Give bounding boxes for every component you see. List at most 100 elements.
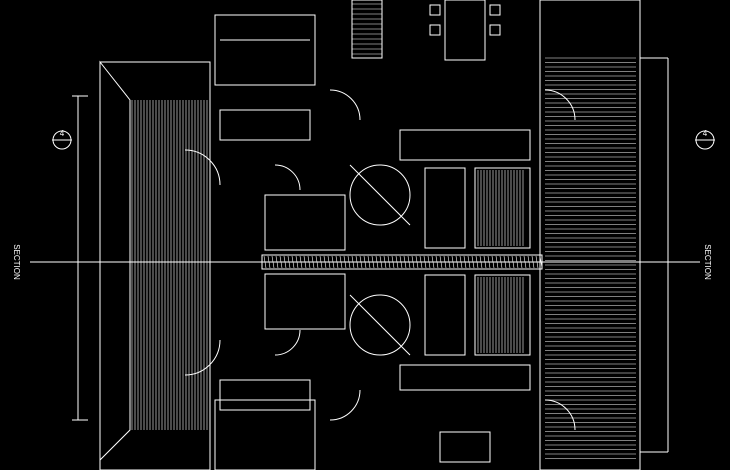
corridor-hatch-line-30: [383, 255, 387, 269]
corridor-hatch-line-68: [535, 255, 539, 269]
corridor-hatch-line-17: [331, 255, 335, 269]
corridor-hatch-line-0: [263, 255, 267, 269]
kitchen-top: [424, 167, 466, 249]
section-tag-left: SECTION: [12, 244, 21, 280]
courtyard-diag-1: [349, 164, 411, 226]
corridor-hatch-line-6: [287, 255, 291, 269]
corridor-hatch-line-20: [343, 255, 347, 269]
corridor-hatch-line-64: [519, 255, 523, 269]
corridor-hatch-line-35: [403, 255, 407, 269]
courtyard-circle-top: [349, 164, 411, 226]
room-bath-bottom: [219, 379, 311, 411]
dining-table-top: [444, 0, 486, 61]
closet-bottom: [474, 274, 531, 356]
corridor-hatch-line-22: [351, 255, 355, 269]
corridor-hatch-line-26: [367, 255, 371, 269]
corridor-hatch-line-60: [503, 255, 507, 269]
room-center-top-strip: [399, 129, 531, 161]
door-swing-8: [274, 329, 301, 356]
room-center-left-bottom: [264, 273, 346, 330]
corridor-hatch-line-42: [431, 255, 435, 269]
corridor-hatch-line-23: [355, 255, 359, 269]
corridor-hatch-line-10: [303, 255, 307, 269]
chair-1: [429, 4, 441, 16]
right-wing-outline: [539, 0, 641, 470]
corridor-hatch-line-59: [499, 255, 503, 269]
corridor-hatch-line-48: [455, 255, 459, 269]
corridor-hatch-line-33: [395, 255, 399, 269]
section-marker-left-label: 4: [60, 129, 65, 138]
corridor-hatch-line-16: [327, 255, 331, 269]
corridor-hatch-line-49: [459, 255, 463, 269]
chair-4: [489, 24, 501, 36]
corridor-hatch-line-1: [267, 255, 271, 269]
door-swing-4: [329, 389, 361, 421]
section-tag-right: SECTION: [703, 244, 712, 280]
corridor-hatch-line-56: [487, 255, 491, 269]
corridor-hatch-line-34: [399, 255, 403, 269]
corridor-hatch-line-21: [347, 255, 351, 269]
corridor-hatch-line-7: [291, 255, 295, 269]
corridor-hatch-line-8: [295, 255, 299, 269]
corridor-hatch-line-65: [523, 255, 527, 269]
corridor-hatch-line-24: [359, 255, 363, 269]
corridor-hatch-line-28: [375, 255, 379, 269]
corridor-hatch-line-27: [371, 255, 375, 269]
corridor-hatch-line-58: [495, 255, 499, 269]
left-wing-bevel: [99, 60, 131, 462]
room-bedroom-top: [214, 14, 316, 86]
section-marker-right-label: 4: [703, 129, 708, 138]
corridor-hatch-line-25: [363, 255, 367, 269]
door-swing-3: [329, 89, 361, 121]
corridor-hatch-line-40: [423, 255, 427, 269]
courtyard-diag-2: [349, 294, 411, 356]
corridor-hatch-line-38: [415, 255, 419, 269]
corridor-hatch-line-53: [475, 255, 479, 269]
corridor-hatch-line-13: [315, 255, 319, 269]
closet-top: [474, 167, 531, 249]
corridor-hatch-line-63: [515, 255, 519, 269]
corridor-hatch-line-46: [447, 255, 451, 269]
corridor-hatch-line-55: [483, 255, 487, 269]
door-swing-2: [184, 339, 221, 376]
door-swing-5: [544, 89, 576, 121]
corridor-hatch-line-45: [443, 255, 447, 269]
stair-steps: [352, 3, 382, 55]
chair-2: [429, 24, 441, 36]
corridor-hatch-line-12: [311, 255, 315, 269]
closet-stripes: [477, 170, 524, 353]
chair-3: [489, 4, 501, 16]
door-swing-1: [184, 149, 221, 186]
corridor-hatch-line-44: [439, 255, 443, 269]
corridor-hatch-line-19: [339, 255, 343, 269]
section-marker-right: 4: [695, 129, 715, 150]
dining-table-bottom: [439, 431, 491, 463]
corridor-hatch-line-15: [323, 255, 327, 269]
corridor-hatch-line-11: [307, 255, 311, 269]
corridor-hatch-line-5: [283, 255, 287, 269]
corridor-hatch-line-37: [411, 255, 415, 269]
courtyard-circle-bottom: [349, 294, 411, 356]
corridor-hatch-line-4: [279, 255, 283, 269]
corridor-hatch-line-9: [299, 255, 303, 269]
door-swing-6: [544, 399, 576, 431]
corridor-hatch-line-14: [319, 255, 323, 269]
corridor-hatch-line-36: [407, 255, 411, 269]
kitchen-bottom: [424, 274, 466, 356]
central-corridor: [261, 254, 543, 270]
room-bedroom-bottom: [214, 399, 316, 470]
corridor-hatch-line-47: [451, 255, 455, 269]
corridor-hatch-line-41: [427, 255, 431, 269]
corridor-hatch-line-52: [471, 255, 475, 269]
corridor-hatch-line-18: [335, 255, 339, 269]
corridor-hatch-line-54: [479, 255, 483, 269]
corridor-hatch-line-3: [275, 255, 279, 269]
corridor-hatch-line-31: [387, 255, 391, 269]
corridor-hatch-line-61: [507, 255, 511, 269]
corridor-hatch-line-43: [435, 255, 439, 269]
corridor-hatch-line-51: [467, 255, 471, 269]
section-marker-left: 4: [52, 129, 72, 150]
corridor-hatch-line-57: [491, 255, 495, 269]
